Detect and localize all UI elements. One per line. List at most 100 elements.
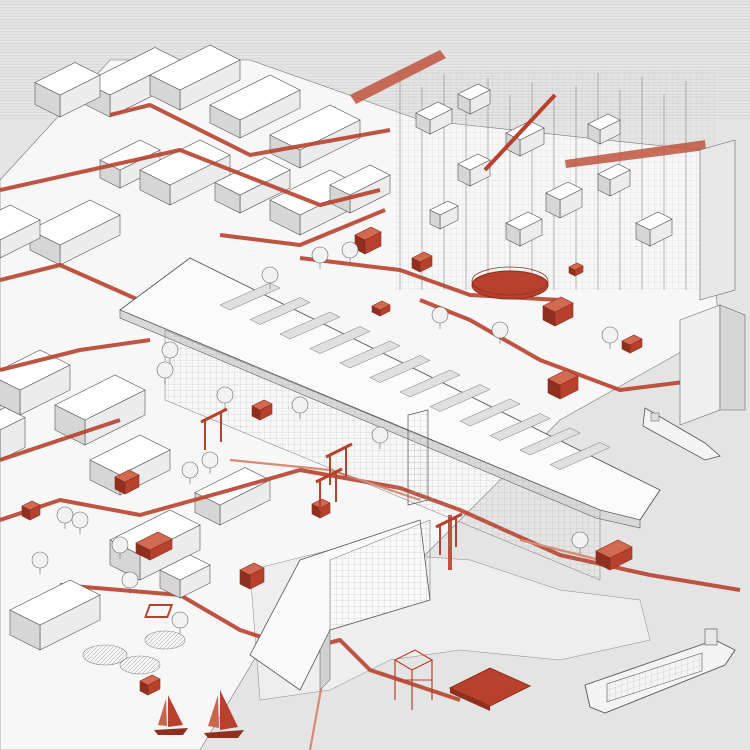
gantry-crane-icon xyxy=(435,512,463,529)
red-pavilion-3-top xyxy=(542,296,574,313)
frame-tower xyxy=(393,649,434,710)
red-pavilion-4-top xyxy=(547,369,579,386)
sailboat-icon xyxy=(204,690,244,738)
road-2 xyxy=(109,103,391,157)
round-plaza-disc xyxy=(471,270,549,300)
red-pavilion-13-top xyxy=(251,399,273,411)
skylight-4 xyxy=(309,326,371,354)
tree-icon xyxy=(341,241,359,259)
city-block-13-top xyxy=(0,349,71,391)
scaffold-module-6-top xyxy=(635,211,673,231)
tree-icon xyxy=(161,341,179,359)
scaffold-structure xyxy=(395,70,715,290)
tree-icon xyxy=(311,246,329,264)
pier-building-side xyxy=(319,629,331,691)
sail-left-b xyxy=(158,699,167,726)
pier-building-facade xyxy=(329,519,431,631)
road-1 xyxy=(0,148,381,207)
platform-side xyxy=(450,688,490,711)
garden-plots xyxy=(82,630,186,675)
pier-building xyxy=(249,519,431,691)
skylight-12 xyxy=(549,442,611,470)
red-pavilion-1-top xyxy=(354,226,382,241)
tree-icon xyxy=(56,506,74,524)
round-plaza-rim xyxy=(471,266,549,296)
red-pavilion-14-top xyxy=(568,262,584,271)
tree-icon xyxy=(121,571,139,589)
city-block-14-top xyxy=(54,374,146,421)
city-block-3-top xyxy=(209,74,301,121)
skylight-5 xyxy=(339,340,401,369)
tree-icon xyxy=(31,551,49,569)
red-pavilion-15-top xyxy=(371,300,391,311)
red-pavilion-10-top xyxy=(21,500,41,511)
city-block-8-top xyxy=(214,157,291,196)
skylight-9 xyxy=(459,398,521,427)
tree-icon xyxy=(111,536,129,554)
road-8 xyxy=(59,583,271,642)
red-pavilion-2-top xyxy=(411,251,433,263)
city-block-10-top xyxy=(329,164,391,196)
tree-icon xyxy=(216,386,234,404)
city-block-7-top xyxy=(139,139,231,186)
tree-icon xyxy=(601,326,619,344)
round-plaza xyxy=(471,266,549,300)
road-3 xyxy=(0,263,151,307)
hull-right xyxy=(204,730,244,738)
container-ship-bridge xyxy=(704,628,718,646)
tanker-ship xyxy=(642,407,721,461)
gantry-crane-icon xyxy=(325,442,353,459)
scaffold-module-5-top xyxy=(597,163,631,181)
red-pavilion-5-top xyxy=(621,334,643,346)
tree-icon xyxy=(156,361,174,379)
elevator-tower xyxy=(407,409,429,506)
central-terminal-building xyxy=(119,257,661,581)
city-block-13-side xyxy=(0,379,21,416)
scaffold-module-10-top xyxy=(429,200,459,216)
city-blocks xyxy=(0,44,391,581)
skylight-1 xyxy=(219,282,281,311)
scaffold-module-7-top xyxy=(457,83,491,101)
red-pavilion-9-top xyxy=(595,539,633,559)
skylight-6 xyxy=(369,355,431,383)
silo-side xyxy=(719,304,746,411)
sailboat-icon xyxy=(154,695,188,735)
beam-right xyxy=(565,140,706,168)
scaffold-module-8-top xyxy=(587,113,621,131)
red-pavilion-11-top xyxy=(139,674,161,686)
trees xyxy=(31,241,709,634)
tree-icon xyxy=(371,426,389,444)
plot-3 xyxy=(144,630,186,650)
road-5 xyxy=(0,418,121,462)
skylight-11 xyxy=(519,427,581,456)
tree-icon xyxy=(71,511,89,529)
city-block-4-top xyxy=(269,104,361,151)
skylight-3 xyxy=(279,311,341,340)
skylight-8 xyxy=(429,384,491,412)
tree-icon xyxy=(571,531,589,549)
scaffold-grid xyxy=(395,70,715,290)
tree-icon xyxy=(181,461,199,479)
city-block-2-top xyxy=(149,44,241,91)
skylight-10 xyxy=(489,413,551,441)
beam-left xyxy=(350,50,446,104)
city-block-16-top xyxy=(89,434,171,476)
roof-skylights xyxy=(219,282,611,470)
silo-tower xyxy=(679,139,746,426)
road-12 xyxy=(419,298,701,392)
sail-left-a xyxy=(168,695,183,727)
tree-icon xyxy=(261,266,279,284)
scaffold-module-1-top xyxy=(415,101,453,121)
water-marker xyxy=(144,604,174,618)
red-crane-beams xyxy=(350,50,706,172)
scaffold-module-9-top xyxy=(505,211,543,231)
skylight-2 xyxy=(249,297,311,325)
tree-icon xyxy=(491,321,509,339)
floating-platform xyxy=(448,667,532,711)
city-block-12-top xyxy=(0,204,41,241)
tree-icon xyxy=(171,611,189,629)
lower-blocks xyxy=(9,554,211,651)
tree-icon xyxy=(291,396,309,414)
